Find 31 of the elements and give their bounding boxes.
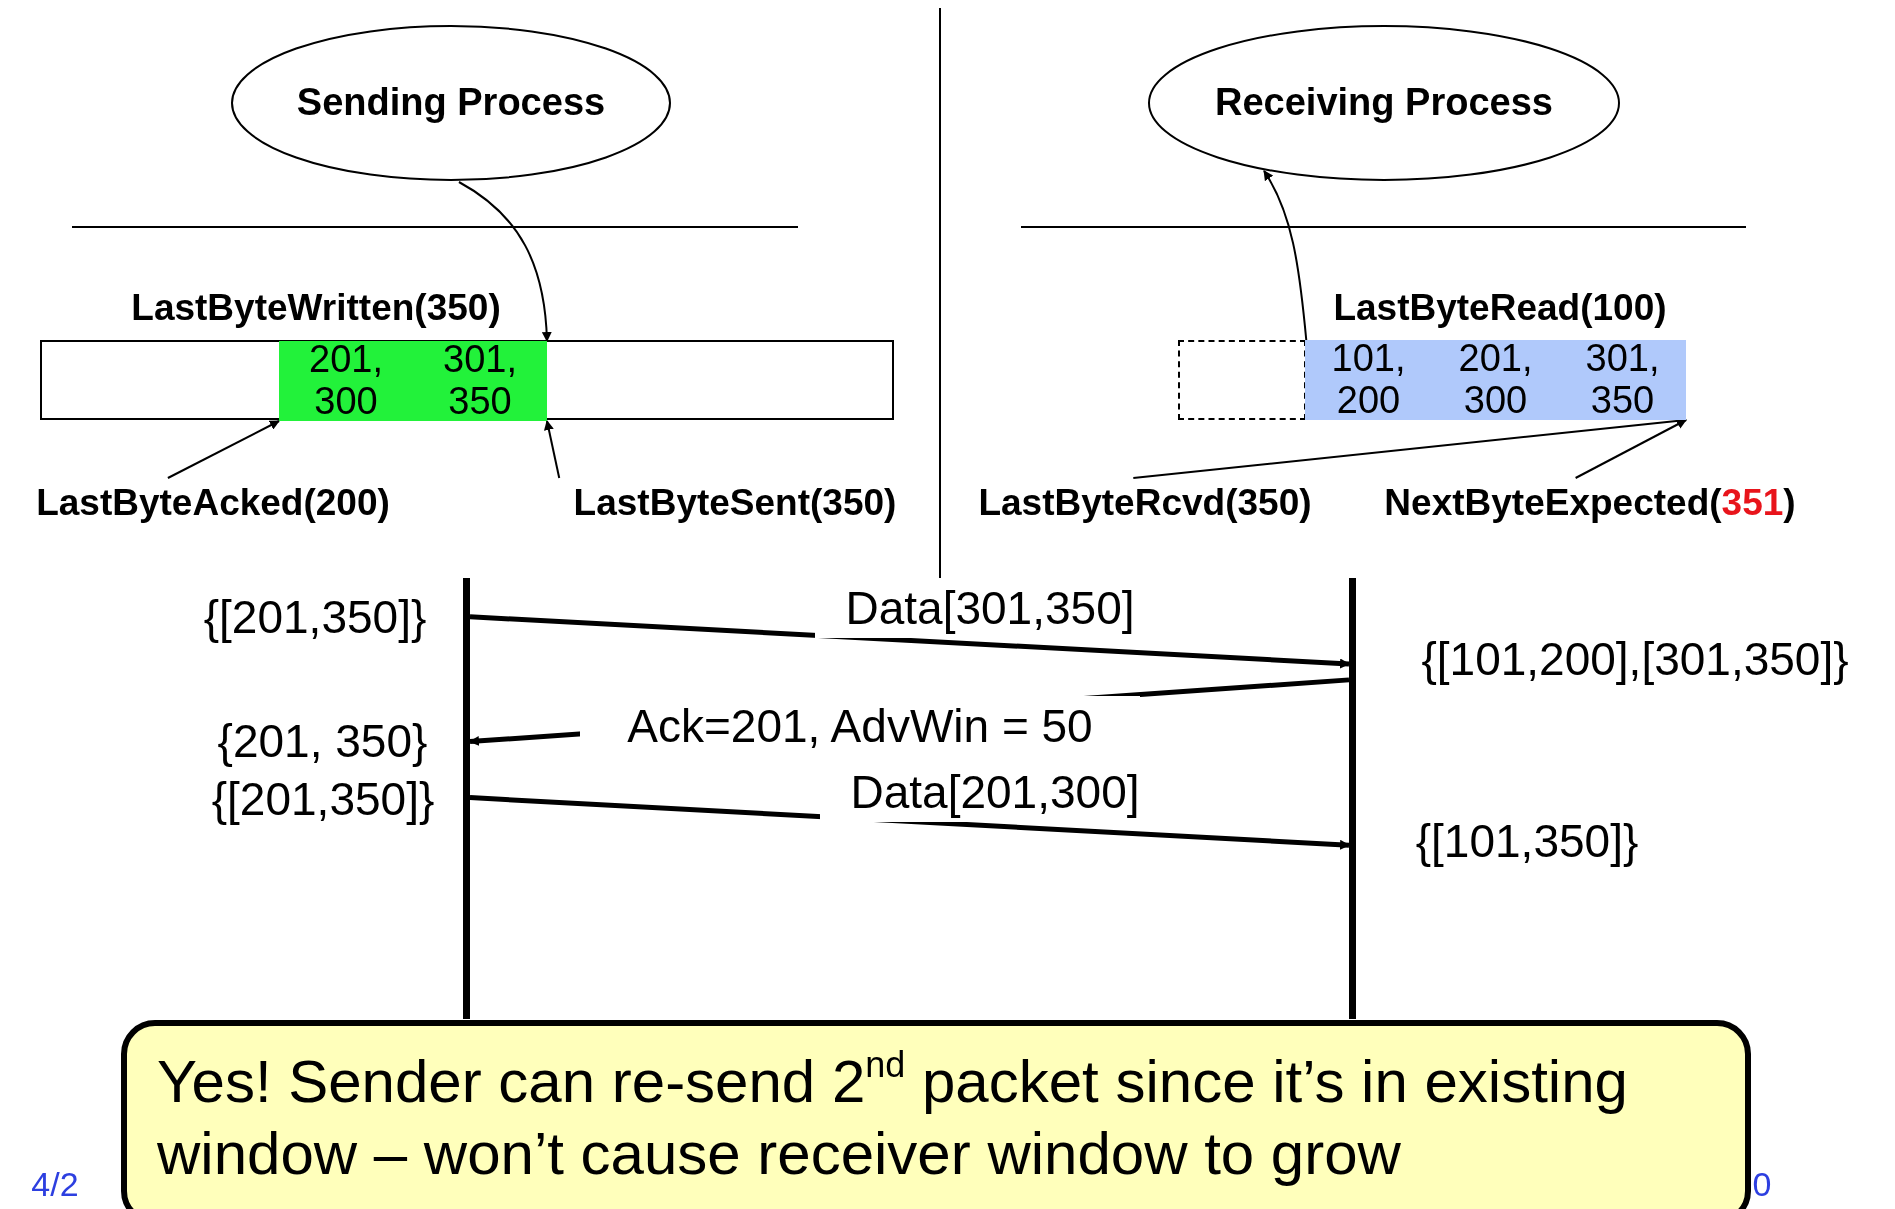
- pointer-label: LastByteRead(100): [1304, 284, 1696, 332]
- state-label: {[201,350]}: [202, 590, 428, 645]
- pointer-label: LastByteAcked(200): [8, 478, 418, 528]
- receiver-timeline: [1349, 578, 1356, 1019]
- state-label: {[201,350]}: [210, 772, 436, 827]
- process-ellipse: Sending Process: [230, 24, 672, 182]
- buffer-segment: 301, 350: [413, 341, 547, 421]
- state-label: {[101,350]}: [1414, 814, 1640, 869]
- process-ellipse: Receiving Process: [1147, 24, 1621, 182]
- pointer-label: LastByteRcvd(350): [950, 478, 1340, 528]
- buffer-segment: 201, 300: [279, 341, 413, 421]
- send-buffer: [40, 340, 894, 420]
- arrow: [469, 795, 1350, 850]
- arrow: [457, 181, 552, 342]
- sender-timeline: [463, 578, 470, 1019]
- page-number: 0: [1751, 1163, 1773, 1205]
- page-number: 4/2: [30, 1163, 80, 1205]
- callout-note: Yes! Sender can re-send 2$^{nd}$ packet since it’s in existing window – won’t cause receiver window to grow: [121, 1020, 1751, 1209]
- arrow: [166, 420, 280, 479]
- pointer-label: NextByteExpected(351): [1350, 478, 1830, 528]
- arrow: [469, 614, 1350, 669]
- arrow: [1574, 419, 1687, 479]
- arrow: [1263, 169, 1308, 341]
- buffer-segment: 101, 200: [1305, 340, 1432, 420]
- buffer-segment: 301, 350: [1559, 340, 1686, 420]
- pointer-label: LastByteWritten(350): [96, 284, 536, 332]
- state-label: {[101,200],[301,350]}: [1420, 632, 1850, 687]
- state-label: {201, 350}: [216, 714, 429, 769]
- buffer-segment: 201, 300: [1432, 340, 1559, 420]
- arrow: [544, 420, 561, 479]
- pointer-label: LastByteSent(350): [548, 478, 922, 528]
